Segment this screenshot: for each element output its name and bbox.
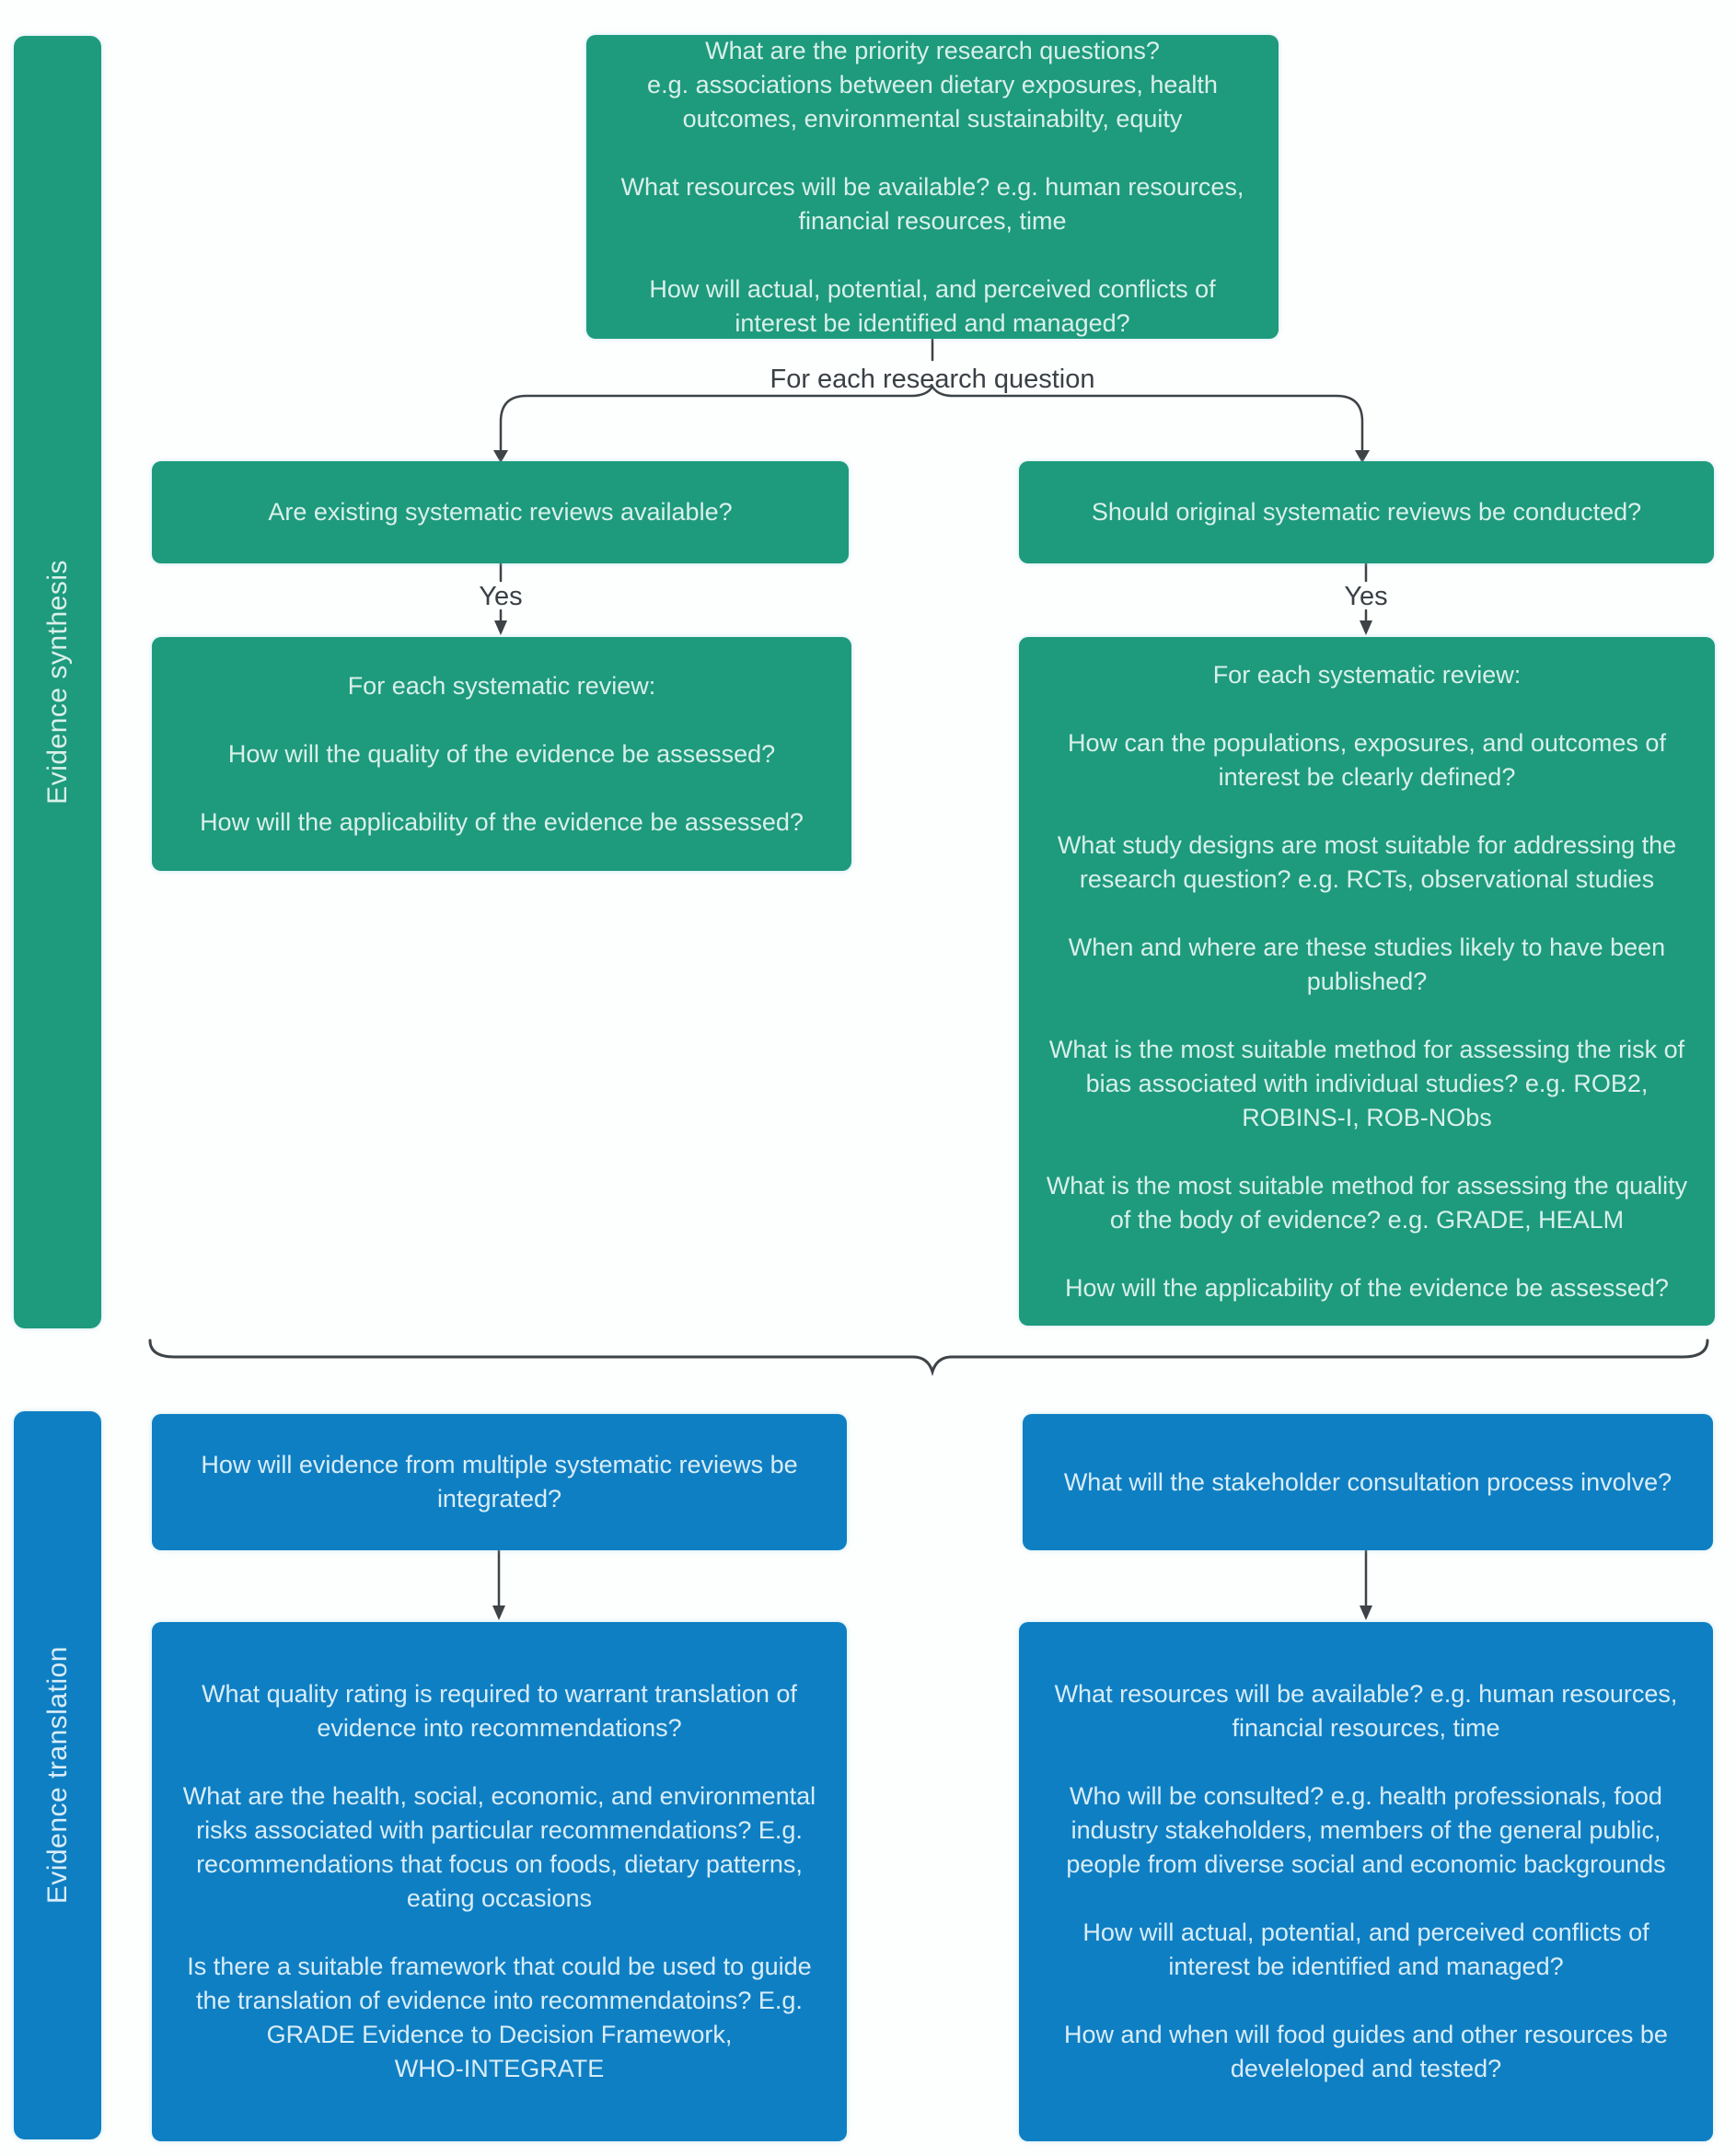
integration-arrowhead-icon: [492, 1605, 505, 1620]
stakeholder-question-text: What will the stakeholder consultation p…: [1063, 1467, 1672, 1496]
stakeholder-arrowhead-icon: [1360, 1605, 1372, 1620]
integration-question-box: How will evidence from multiple systemat…: [152, 1414, 847, 1550]
stakeholder-detail-box: What resources will be available? e.g. h…: [1019, 1622, 1713, 2141]
split-arrowhead-right-icon: [1355, 450, 1370, 463]
integration-detail-text: What quality rating is required to warra…: [182, 1680, 816, 2082]
stakeholder-question-box: What will the stakeholder consultation p…: [1023, 1414, 1713, 1550]
sidebar-evidence-translation: Evidence translation: [14, 1411, 101, 2139]
integration-detail-box: What quality rating is required to warra…: [152, 1622, 847, 2141]
yes-right-arrowhead-icon: [1360, 620, 1372, 635]
yes-left-label: Yes: [479, 582, 523, 611]
yes-left-arrowhead-icon: [494, 620, 507, 635]
priority-questions-text: What are the priority research questions…: [620, 36, 1244, 337]
original-reviews-text: Should original systematic reviews be co…: [1091, 498, 1642, 526]
existing-reviews-box: Are existing systematic reviews availabl…: [152, 461, 849, 563]
split-arrowhead-left-icon: [493, 450, 508, 463]
original-reviews-detail-box: For each systematic review: How can the …: [1019, 637, 1715, 1326]
existing-reviews-text: Are existing systematic reviews availabl…: [268, 498, 733, 526]
priority-questions-box: What are the priority research questions…: [586, 35, 1279, 339]
existing-reviews-detail-box: For each systematic review: How will the…: [152, 637, 851, 871]
evidence-translation-label: Evidence translation: [41, 1646, 73, 1905]
section-brace-line: [148, 1339, 1709, 1377]
stakeholder-detail-text: What resources will be available? e.g. h…: [1054, 1680, 1678, 2082]
integration-question-text: How will evidence from multiple systemat…: [201, 1451, 798, 1513]
split-bracket-line: [499, 384, 1364, 455]
yes-right-label: Yes: [1344, 582, 1388, 611]
sidebar-evidence-synthesis: Evidence synthesis: [14, 36, 101, 1328]
existing-reviews-detail-text: For each systematic review: How will the…: [200, 671, 804, 836]
evidence-synthesis-label: Evidence synthesis: [41, 560, 73, 805]
for-each-research-question-label: For each research question: [770, 365, 1095, 394]
original-reviews-detail-text: For each systematic review: How can the …: [1046, 660, 1688, 1302]
original-reviews-box: Should original systematic reviews be co…: [1019, 461, 1714, 563]
